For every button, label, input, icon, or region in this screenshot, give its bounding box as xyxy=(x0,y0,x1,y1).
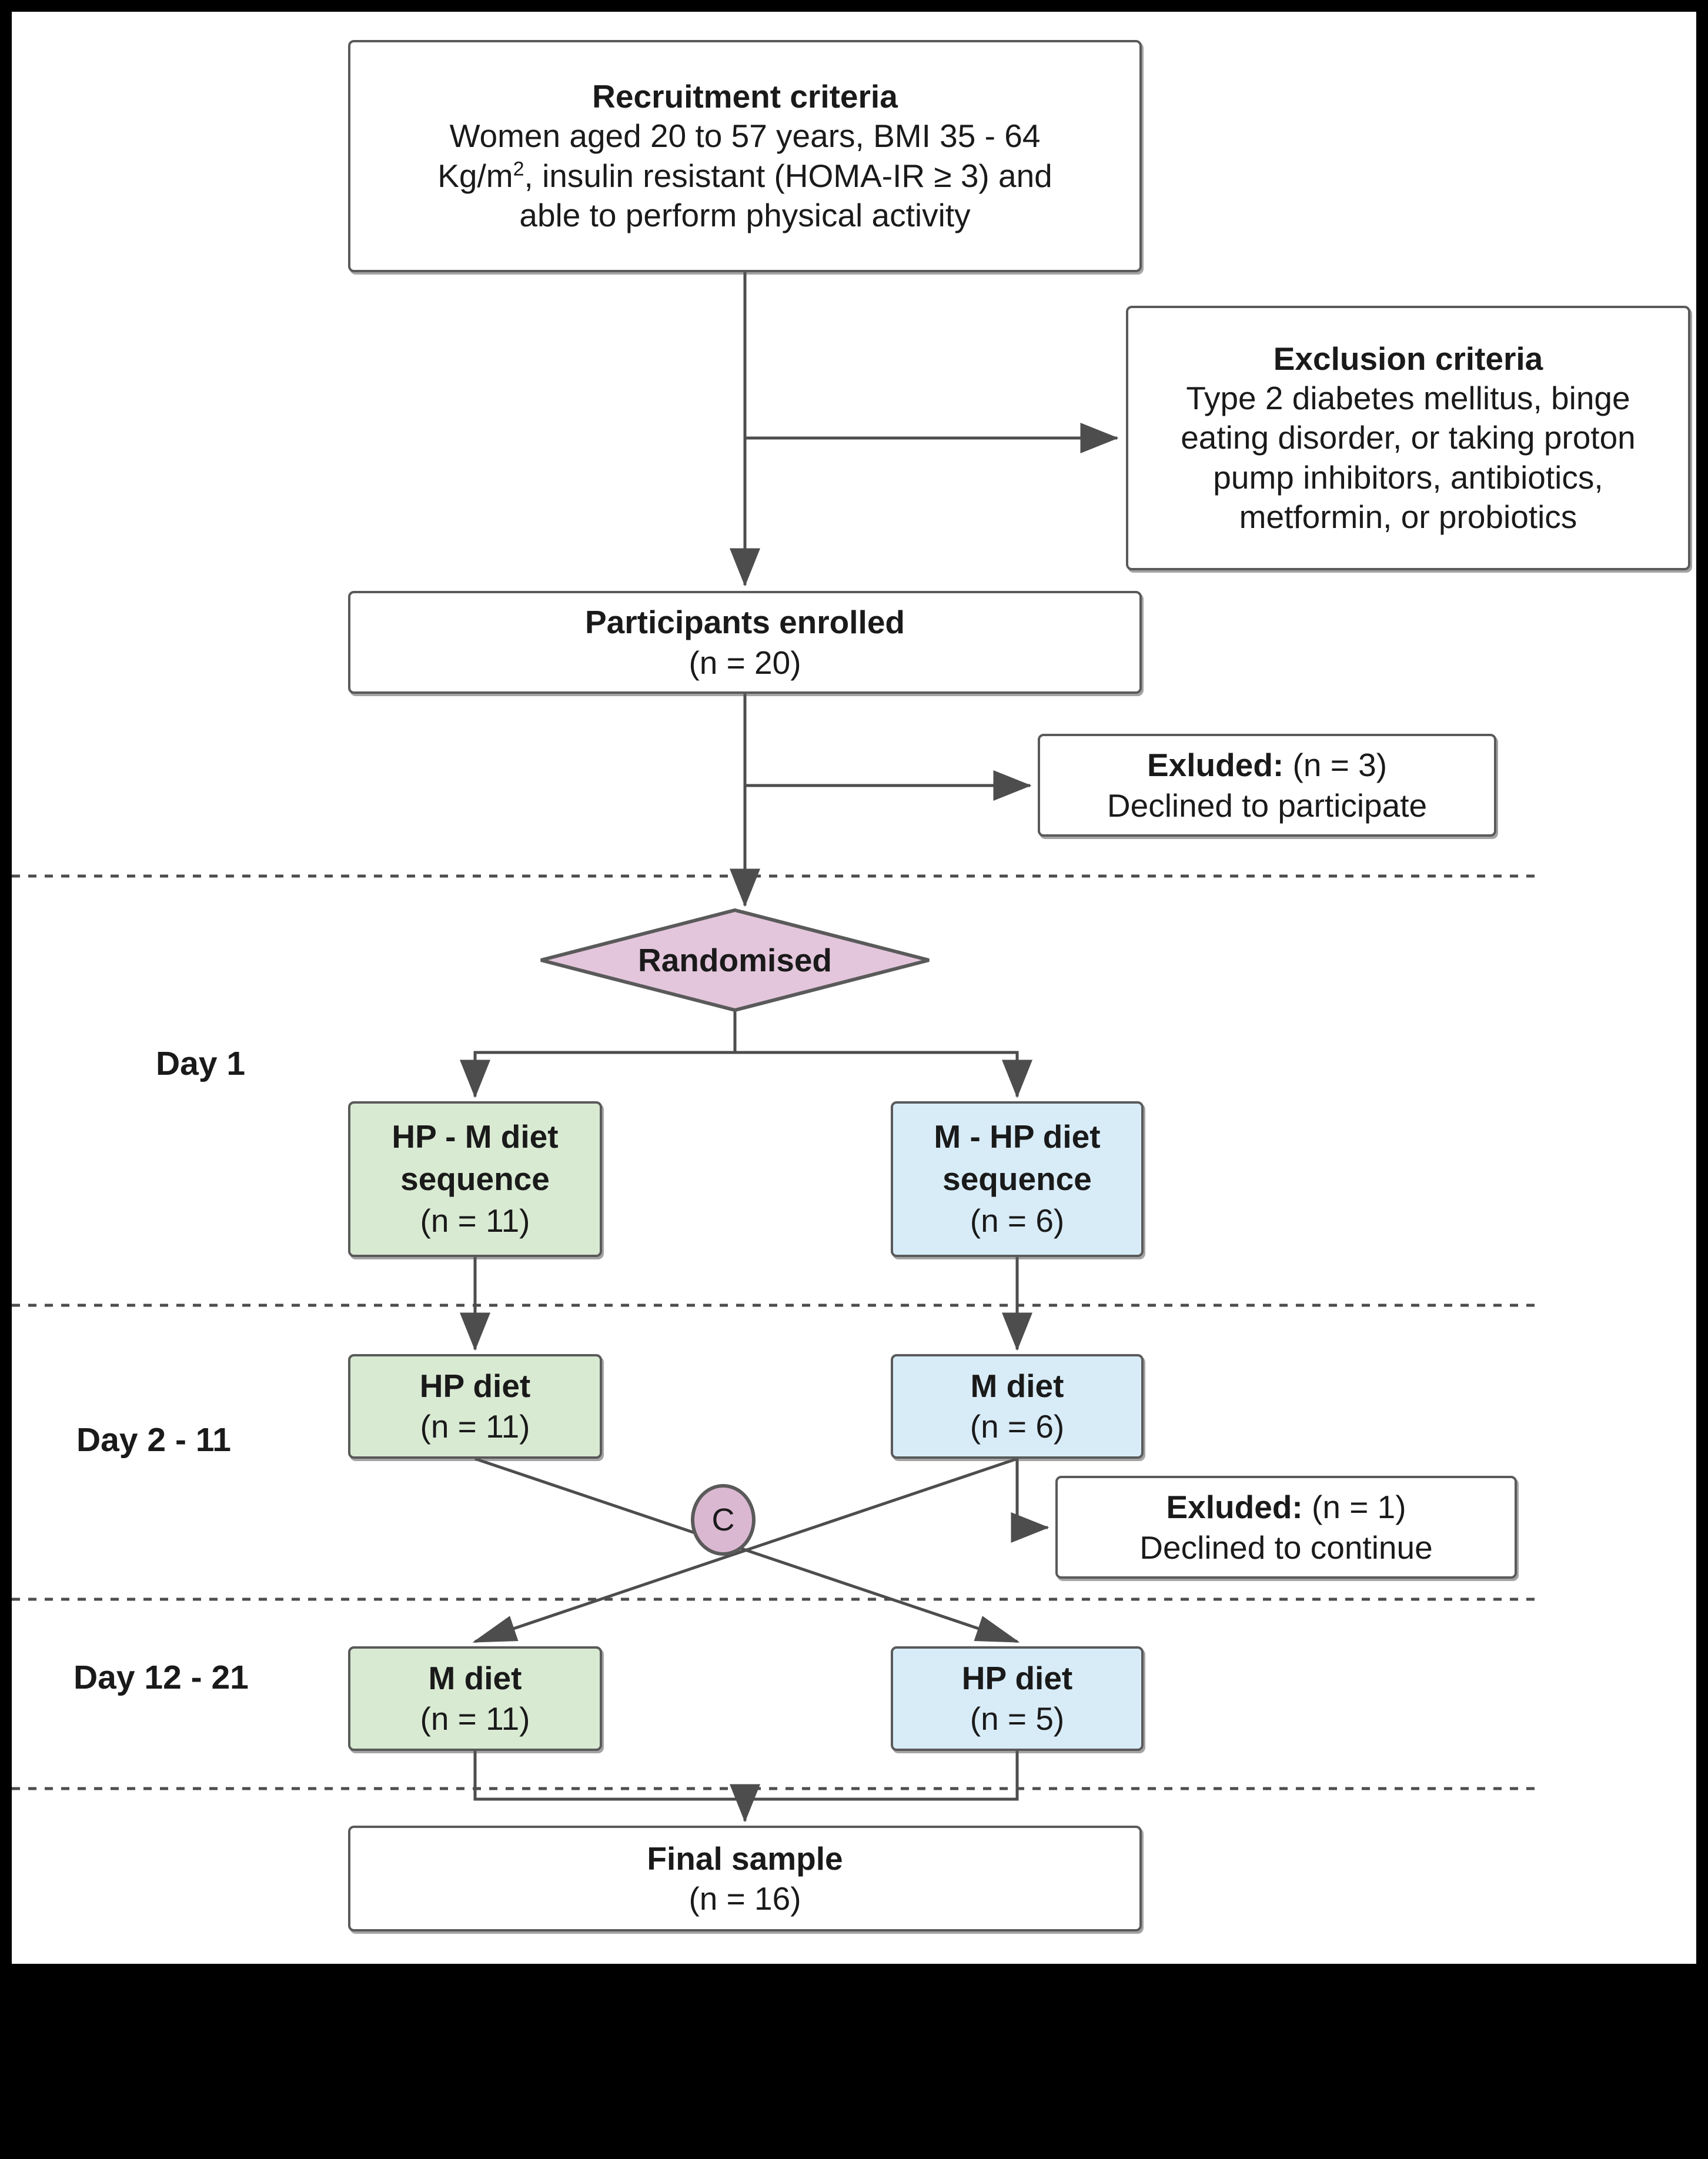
recruitment-title: Recruitment criteria xyxy=(592,78,898,115)
randomised-diamond-shape xyxy=(540,908,930,1012)
edge-randomised-split xyxy=(460,1010,737,1098)
excluded-1-reason: Declined to participate xyxy=(1107,787,1428,824)
excluded-2-reason: Declined to continue xyxy=(1139,1529,1433,1566)
exclusion-line-1: Type 2 diabetes mellitus, binge xyxy=(1186,380,1630,417)
sequence-right-line-1: M - HP diet xyxy=(934,1118,1101,1155)
edge-dietleft2-merge xyxy=(473,1751,745,1801)
stage-label-day-2-11: Day 2 - 11 xyxy=(76,1421,232,1459)
node-randomised: Randomised xyxy=(541,910,929,1010)
enrolled-count: (n = 20) xyxy=(688,644,801,681)
final-count: (n = 16) xyxy=(688,1880,801,1917)
node-crossover-point: C xyxy=(693,1489,754,1550)
crossover-label: C xyxy=(711,1502,735,1538)
exclusion-line-4: metformin, or probiotics xyxy=(1239,498,1577,535)
diet-left-2-count: (n = 11) xyxy=(420,1700,530,1737)
node-sequence-hp-m: HP - M diet sequence (n = 11) xyxy=(348,1101,602,1257)
excluded-1-header: Exluded: (n = 3) xyxy=(1147,745,1387,785)
node-recruitment-criteria: Recruitment criteria Women aged 20 to 57… xyxy=(348,40,1142,272)
node-diet-hp-period2: HP diet (n = 5) xyxy=(891,1646,1144,1751)
sequence-left-line-2: sequence xyxy=(400,1160,550,1197)
enrolled-title: Participants enrolled xyxy=(584,604,905,641)
recruitment-line-2-a: Kg/m xyxy=(437,157,513,194)
recruitment-line-2-b: , insulin resistant (HOMA-IR ≥ 3) and xyxy=(524,157,1052,194)
node-exclusion-criteria: Exclusion criteria Type 2 diabetes melli… xyxy=(1126,306,1690,570)
diet-right-2-title: HP diet xyxy=(961,1659,1073,1696)
recruitment-line-1: Women aged 20 to 57 years, BMI 35 - 64 xyxy=(449,118,1041,155)
node-excluded-declined-participate: Exluded: (n = 3) Declined to participate xyxy=(1038,734,1496,837)
edge-crossover-right-to-left xyxy=(472,1457,1018,1643)
excluded-2-count: (n = 1) xyxy=(1312,1489,1406,1526)
excluded-1-label: Exluded: xyxy=(1147,747,1284,784)
diet-left-1-count: (n = 11) xyxy=(420,1408,530,1445)
excluded-1-count: (n = 3) xyxy=(1292,747,1388,784)
recruitment-line-2-sup: 2 xyxy=(513,158,524,181)
excluded-2-label: Exluded: xyxy=(1166,1489,1303,1526)
diet-left-1-title: HP diet xyxy=(419,1367,531,1404)
recruitment-line-2: Kg/m2, insulin resistant (HOMA-IR ≥ 3) a… xyxy=(437,156,1052,196)
excluded-2-header: Exluded: (n = 1) xyxy=(1166,1487,1406,1527)
node-excluded-declined-continue: Exluded: (n = 1) Declined to continue xyxy=(1055,1476,1517,1579)
sequence-left-line-1: HP - M diet xyxy=(392,1118,559,1155)
node-diet-m-period1: M diet (n = 6) xyxy=(891,1354,1144,1459)
diet-right-2-count: (n = 5) xyxy=(970,1700,1065,1737)
edge-dietright2-merge xyxy=(745,1751,1019,1801)
sequence-left-count: (n = 11) xyxy=(420,1202,530,1239)
stage-label-day-12-21: Day 12 - 21 xyxy=(73,1659,249,1696)
connector-layer xyxy=(12,272,1535,1823)
diet-right-1-title: M diet xyxy=(970,1367,1064,1404)
stage-label-day-1: Day 1 xyxy=(156,1045,246,1082)
node-sequence-m-hp: M - HP diet sequence (n = 6) xyxy=(891,1101,1144,1257)
node-diet-hp-period1: HP diet (n = 11) xyxy=(348,1354,602,1459)
exclusion-line-2: eating disorder, or taking proton xyxy=(1181,419,1636,456)
recruitment-line-3: able to perform physical activity xyxy=(519,196,971,233)
diet-right-1-count: (n = 6) xyxy=(970,1408,1065,1445)
exclusion-title: Exclusion criteria xyxy=(1273,340,1543,377)
node-final-sample: Final sample (n = 16) xyxy=(348,1826,1142,1931)
exclusion-line-3: pump inhibitors, antibiotics, xyxy=(1213,459,1603,496)
node-participants-enrolled: Participants enrolled (n = 20) xyxy=(348,591,1142,694)
final-title: Final sample xyxy=(647,1840,843,1877)
flowchart-canvas: Recruitment criteria Women aged 20 to 57… xyxy=(12,12,1696,1964)
edge-randomised-split-right xyxy=(735,1051,1032,1098)
diet-left-2-title: M diet xyxy=(428,1659,522,1696)
edge-dietright1-to-excluded2 xyxy=(1011,1459,1049,1543)
sequence-right-line-2: sequence xyxy=(942,1160,1092,1197)
node-diet-m-period2: M diet (n = 11) xyxy=(348,1646,602,1751)
sequence-right-count: (n = 6) xyxy=(970,1202,1065,1239)
crossover-circle-shape xyxy=(691,1484,756,1556)
randomised-label: Randomised xyxy=(637,942,833,978)
